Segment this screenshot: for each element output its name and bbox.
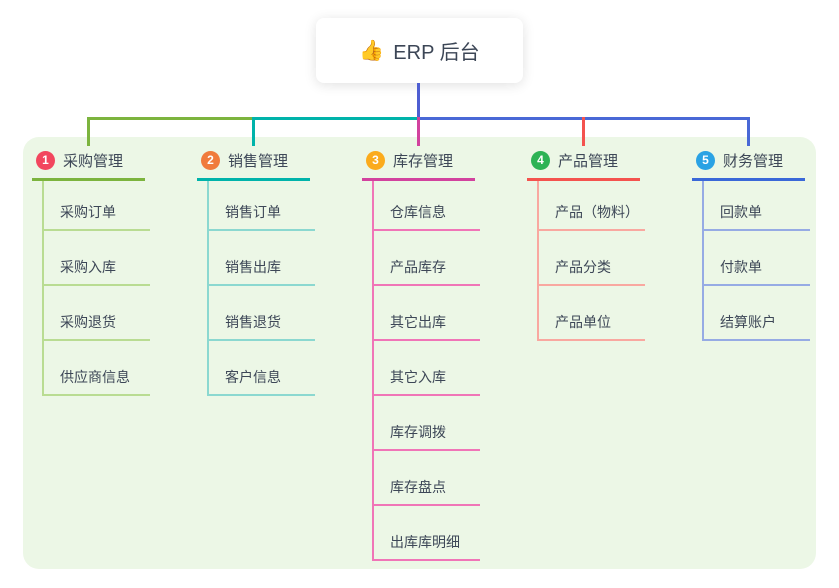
connector-drop-4 [582,117,585,146]
leaf-node-其它出库[interactable]: 其它出库 [374,286,480,341]
branch-title: 产品管理 [558,152,619,170]
connector-drop-1 [87,117,90,146]
branch-node-财务管理[interactable]: 5 财务管理 [692,149,805,181]
leaf-node-回款单[interactable]: 回款单 [704,181,810,231]
leaf-node-产品分类[interactable]: 产品分类 [539,231,645,286]
branch-2: 2 销售管理销售订单销售出库销售退货客户信息 [197,149,315,396]
connector-segment-2 [253,117,418,120]
leaf-node-库存盘点[interactable]: 库存盘点 [374,451,480,506]
leaf-node-产品单位[interactable]: 产品单位 [539,286,645,341]
branch-items-list: 销售订单销售出库销售退货客户信息 [207,181,315,396]
mindmap-background-panel [23,137,816,569]
branch-node-产品管理[interactable]: 4 产品管理 [527,149,640,181]
leaf-node-销售退货[interactable]: 销售退货 [209,286,315,341]
connector-drop-3 [417,117,420,146]
leaf-node-付款单[interactable]: 付款单 [704,231,810,286]
leaf-node-采购订单[interactable]: 采购订单 [44,181,150,231]
branch-title: 采购管理 [63,152,124,170]
leaf-node-采购退货[interactable]: 采购退货 [44,286,150,341]
leaf-node-采购入库[interactable]: 采购入库 [44,231,150,286]
leaf-node-销售出库[interactable]: 销售出库 [209,231,315,286]
branch-node-库存管理[interactable]: 3 库存管理 [362,149,475,181]
leaf-node-产品库存[interactable]: 产品库存 [374,231,480,286]
leaf-node-出库库明细[interactable]: 出库库明细 [374,506,480,561]
branch-items-list: 回款单付款单结算账户 [702,181,810,341]
branch-node-销售管理[interactable]: 2 销售管理 [197,149,310,181]
branch-title: 财务管理 [723,152,784,170]
connector-drop-2 [252,117,255,146]
thumbs-up-icon: 👍 [359,40,385,62]
branch-items-list: 仓库信息产品库存其它出库其它入库库存调拨库存盘点出库库明细 [372,181,480,561]
branch-items-list: 采购订单采购入库采购退货供应商信息 [42,181,150,396]
leaf-node-销售订单[interactable]: 销售订单 [209,181,315,231]
branch-title: 销售管理 [228,152,289,170]
leaf-node-仓库信息[interactable]: 仓库信息 [374,181,480,231]
branch-number-badge: 3 [366,150,385,170]
connector-segment-1 [88,117,253,120]
branch-number-badge: 1 [36,150,55,170]
leaf-node-结算账户[interactable]: 结算账户 [704,286,810,341]
branch-items-list: 产品（物料）产品分类产品单位 [537,181,645,341]
branch-5: 5 财务管理回款单付款单结算账户 [692,149,810,341]
root-node-erp-backend[interactable]: 👍 ERP 后台 [316,18,523,83]
leaf-node-产品（物料）[interactable]: 产品（物料） [539,181,645,231]
leaf-node-其它入库[interactable]: 其它入库 [374,341,480,396]
leaf-node-客户信息[interactable]: 客户信息 [209,341,315,396]
root-trunk-line [417,83,420,120]
leaf-node-供应商信息[interactable]: 供应商信息 [44,341,150,396]
branch-title: 库存管理 [393,152,454,170]
root-node-title: ERP 后台 [393,42,480,64]
branch-4: 4 产品管理产品（物料）产品分类产品单位 [527,149,645,341]
connector-drop-5 [747,117,750,146]
branch-number-badge: 5 [696,150,715,170]
branch-1: 1 采购管理采购订单采购入库采购退货供应商信息 [32,149,150,396]
branch-node-采购管理[interactable]: 1 采购管理 [32,149,145,181]
leaf-node-库存调拨[interactable]: 库存调拨 [374,396,480,451]
branch-3: 3 库存管理仓库信息产品库存其它出库其它入库库存调拨库存盘点出库库明细 [362,149,480,561]
branch-number-badge: 4 [531,150,550,170]
branch-number-badge: 2 [201,150,220,170]
